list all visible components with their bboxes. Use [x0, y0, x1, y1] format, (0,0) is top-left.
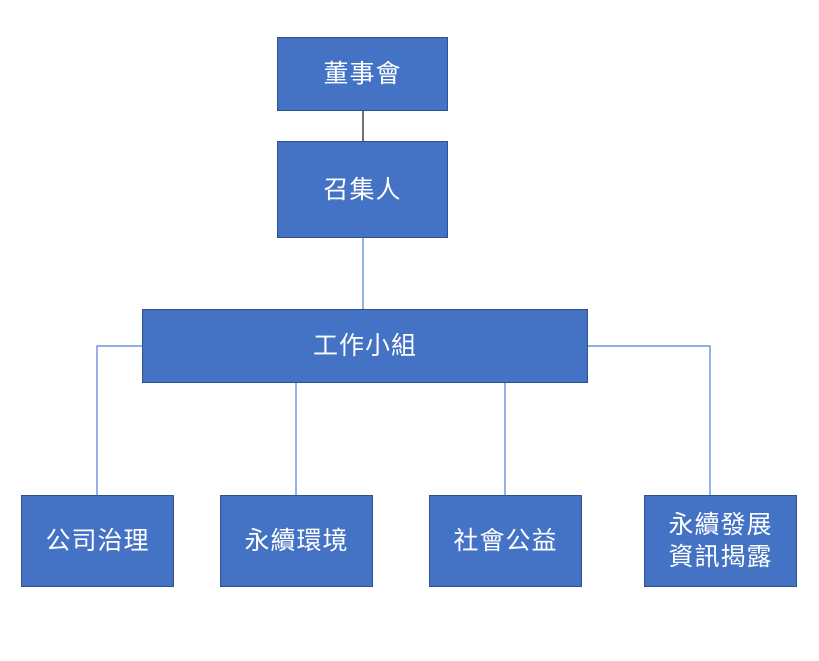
node-sustainable-environment: 永續環境	[220, 495, 373, 587]
node-corporate-governance-label: 公司治理	[45, 526, 150, 555]
node-sustainability-disclosure: 永續發展 資訊揭露	[644, 495, 797, 587]
node-board: 董事會	[277, 37, 448, 111]
node-social-welfare-label: 社會公益	[453, 526, 558, 555]
node-working-group: 工作小組	[142, 309, 588, 383]
node-sustainable-environment-label: 永續環境	[244, 526, 349, 555]
node-working-group-label: 工作小組	[312, 331, 417, 360]
node-convener-label: 召集人	[323, 174, 402, 204]
connector-to-sustainability-disclosure	[588, 345, 711, 495]
node-convener: 召集人	[277, 141, 448, 238]
node-board-label: 董事會	[323, 59, 402, 88]
node-social-welfare: 社會公益	[429, 495, 582, 587]
node-corporate-governance: 公司治理	[21, 495, 174, 587]
connector-to-corporate-governance	[96, 345, 142, 495]
node-sustainability-disclosure-label: 永續發展 資訊揭露	[668, 510, 773, 571]
